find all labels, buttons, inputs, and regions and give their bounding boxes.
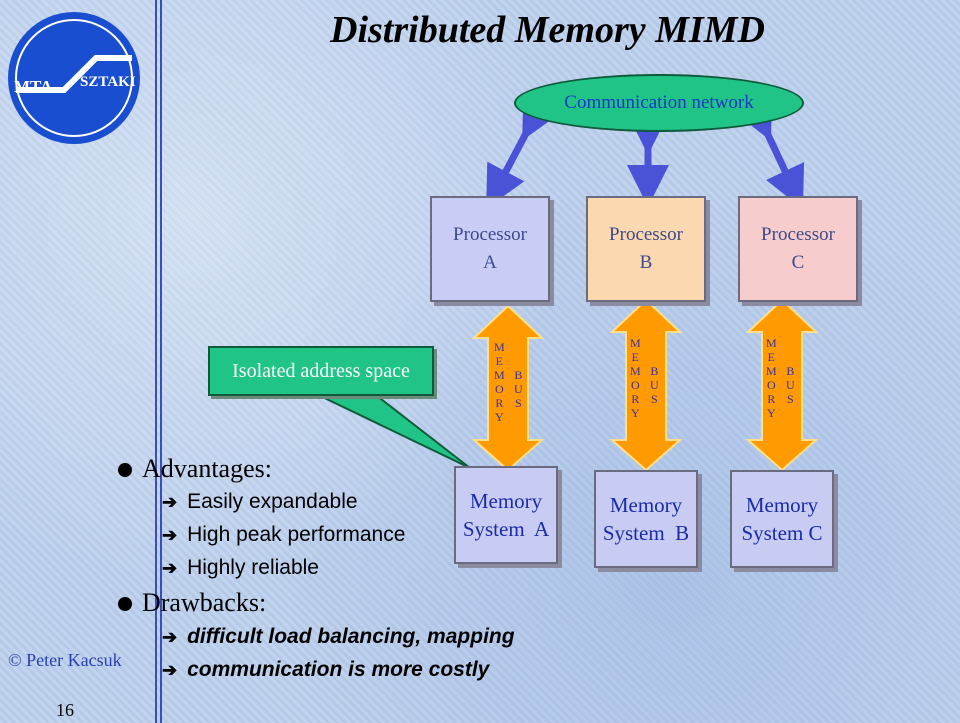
processor-b-line2: B (639, 252, 653, 273)
vertical-rule-2 (160, 0, 162, 723)
letter: E (631, 350, 639, 364)
arrow-bullet-icon: ➔ (162, 659, 178, 680)
arrow-bullet-icon: ➔ (162, 491, 178, 512)
communication-network-node: Communication network (514, 74, 804, 132)
letter: U (786, 378, 795, 392)
arrow-bullet-icon: ➔ (162, 557, 178, 578)
memory-system-c-line2: System C (741, 521, 823, 545)
advantage-item-text: Easily expandable (187, 490, 358, 513)
isolated-address-space-label: Isolated address space (232, 359, 410, 382)
letter: O (767, 378, 776, 392)
mta-sztaki-logo: MTA SZTAKI (8, 12, 140, 144)
bus-a-bus-letters: B U S (514, 368, 523, 410)
processor-c-box: Processor C (738, 196, 858, 302)
letter: O (495, 382, 504, 396)
memory-system-b-line1: Memory (609, 493, 683, 517)
copyright-notice: © Peter Kacsuk (8, 650, 122, 670)
memory-system-b-line2: System B (602, 521, 690, 545)
drawback-item-text: communication is more costly (187, 658, 490, 681)
bus-c-memory-letters: M E M O R Y (766, 336, 777, 420)
letter: M (630, 364, 641, 378)
letter: O (631, 378, 640, 392)
logo-text-mta: MTA (14, 77, 53, 96)
letter: Y (631, 406, 640, 420)
drawbacks-heading: Drawbacks: (142, 588, 267, 617)
processor-b-line1: Processor (609, 224, 683, 245)
arrow-network-proc-a (486, 93, 561, 209)
advantage-item-text: Highly reliable (187, 556, 319, 579)
advantages-heading: Advantages: (142, 454, 272, 483)
letter: U (514, 382, 523, 396)
processor-b-box: Processor B (586, 196, 706, 302)
letter: Y (767, 406, 776, 420)
memory-system-a-line2: System A (462, 517, 550, 541)
processor-c-line2: C (791, 252, 805, 273)
letter: M (766, 336, 777, 350)
page-number: 16 (56, 700, 74, 720)
processor-a-box: Processor A (430, 196, 550, 302)
letter: R (495, 396, 504, 410)
letter: R (631, 392, 640, 406)
processor-c-line1: Processor (761, 224, 835, 245)
memory-system-c-line1: Memory (745, 493, 819, 517)
bullet-dot-icon (118, 463, 132, 477)
letter: B (514, 368, 523, 382)
callout-pointer (311, 391, 471, 469)
advantage-item: ➔ High peak performance (162, 523, 405, 547)
memory-system-a-box: Memory System A (454, 466, 558, 564)
letter: M (766, 364, 777, 378)
processor-a-line2: A (483, 252, 497, 273)
memory-system-a-line1: Memory (469, 489, 543, 513)
letter: B (786, 364, 795, 378)
memory-system-b-box: Memory System B (594, 470, 698, 568)
drawback-item: ➔ communication is more costly (162, 658, 489, 682)
letter: Y (495, 410, 504, 424)
bus-arrow-c (745, 298, 819, 472)
advantage-item: ➔ Highly reliable (162, 556, 319, 580)
bus-b-bus-letters: B U S (650, 364, 659, 406)
letter: S (650, 392, 658, 406)
letter: E (767, 350, 775, 364)
advantage-item-text: High peak performance (187, 523, 406, 546)
drawback-item: ➔ difficult load balancing, mapping (162, 625, 515, 649)
bus-a-memory-letters: M E M O R Y (494, 340, 505, 424)
isolated-address-space-callout: Isolated address space (208, 346, 434, 396)
letter: E (495, 354, 503, 368)
communication-network-label: Communication network (564, 92, 754, 113)
arrow-network-proc-c (734, 94, 805, 210)
arrow-bullet-icon: ➔ (162, 524, 178, 545)
processor-a-line1: Processor (453, 224, 527, 245)
drawback-item-text: difficult load balancing, mapping (187, 625, 515, 648)
letter: M (494, 368, 505, 382)
bus-b-memory-letters: M E M O R Y (630, 336, 641, 420)
bus-c-bus-letters: B U S (786, 364, 795, 406)
arrow-bullet-icon: ➔ (162, 626, 178, 647)
letter: S (514, 396, 522, 410)
letter: S (786, 392, 794, 406)
letter: R (767, 392, 776, 406)
letter: B (650, 364, 659, 378)
logo-text-sztaki: SZTAKI (80, 74, 136, 90)
bullet-dot-icon (118, 597, 132, 611)
letter: M (630, 336, 641, 350)
advantage-item: ➔ Easily expandable (162, 490, 358, 514)
letter: M (494, 340, 505, 354)
bus-arrow-a (471, 304, 545, 472)
slide-title: Distributed Memory MIMD (330, 9, 765, 51)
bus-arrow-b (609, 298, 683, 472)
vertical-rule-1 (155, 0, 157, 723)
letter: U (650, 378, 659, 392)
memory-system-c-box: Memory System C (730, 470, 834, 568)
